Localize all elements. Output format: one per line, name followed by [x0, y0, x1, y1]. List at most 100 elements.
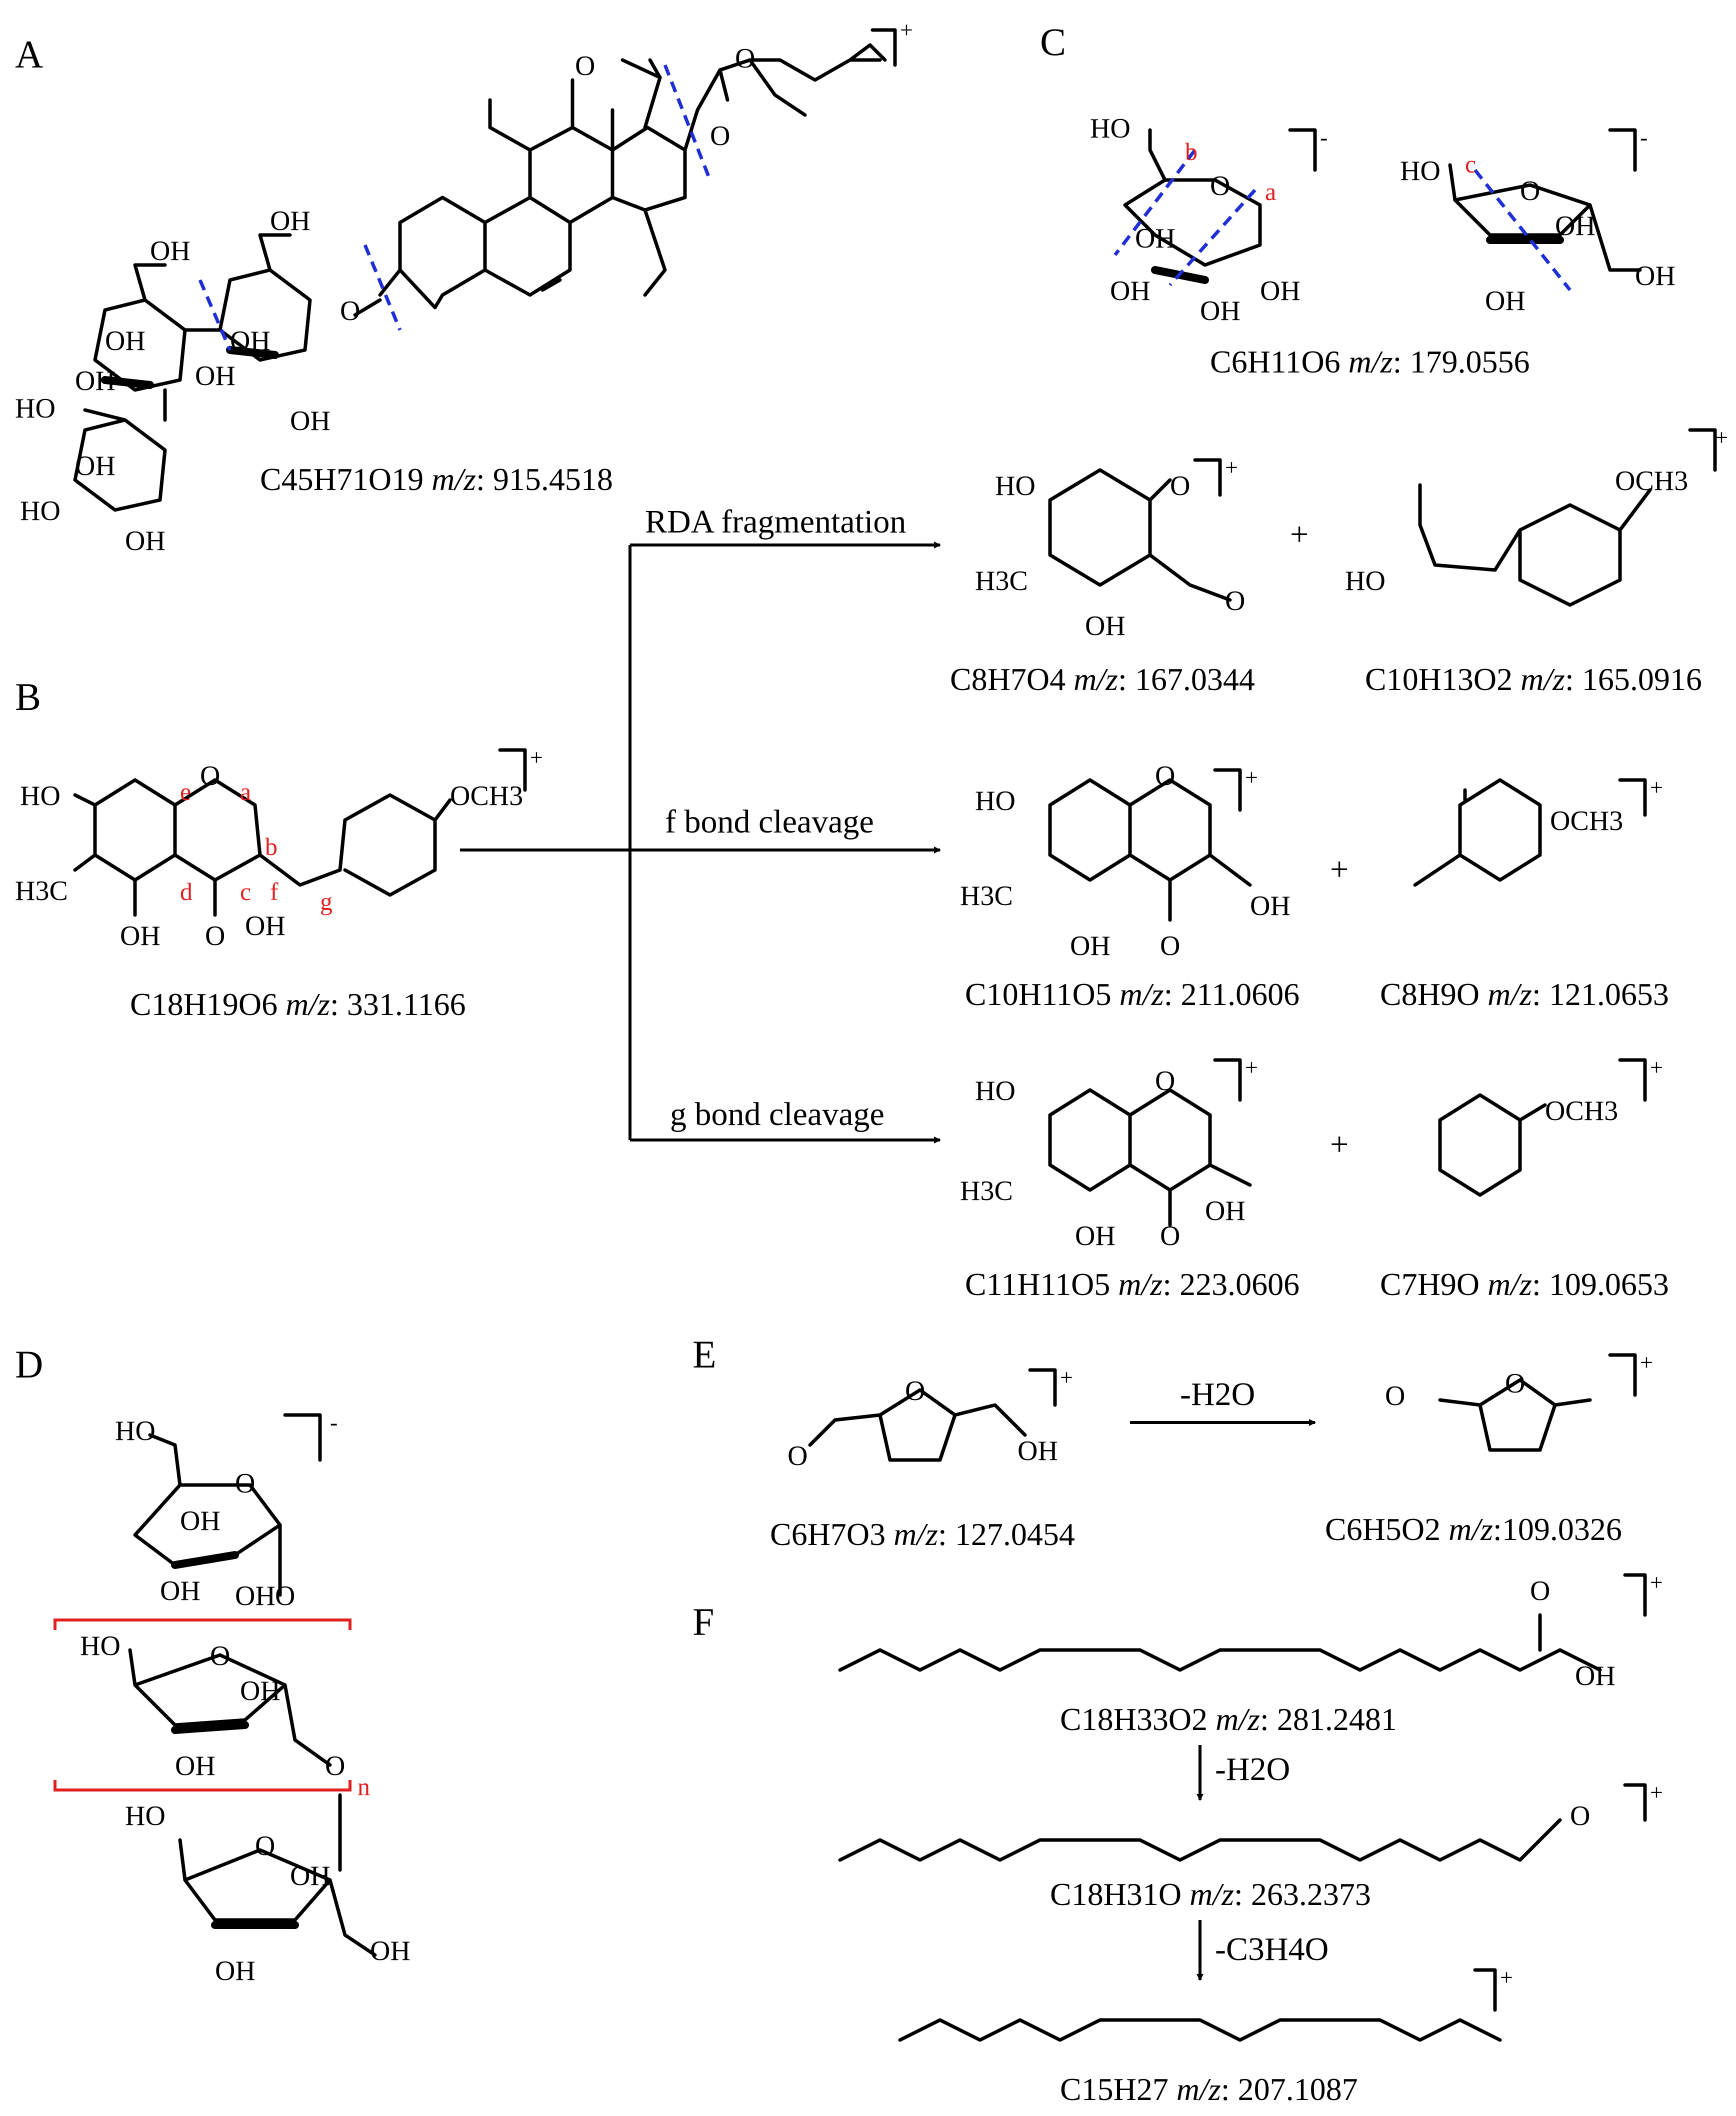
o-f1: O	[1160, 930, 1180, 962]
formula-c: C6H11O6 m/z: 179.0556	[1210, 344, 1530, 380]
charge-a: +	[900, 17, 913, 42]
site-b-d: d	[180, 878, 192, 906]
oh-d9: OH	[290, 1860, 330, 1892]
charge-d: -	[330, 1410, 338, 1435]
charge-f-b: +	[1650, 1780, 1663, 1805]
chain-f2	[838, 1818, 1562, 1862]
oh-a6: OH	[195, 360, 236, 392]
charge-g2: +	[1650, 1054, 1663, 1080]
charge-c2: -	[1640, 124, 1648, 150]
pathway-g: g bond cleavage	[670, 1096, 884, 1132]
cut-a-spiro	[663, 64, 712, 181]
plus-g: +	[1330, 1126, 1348, 1162]
ring-b-b	[338, 793, 437, 897]
oh-b2: OH	[120, 920, 160, 952]
ring-b-a	[93, 778, 177, 882]
oh-d11: OH	[370, 1936, 410, 1966]
cut-c-b	[1114, 148, 1196, 256]
o-b-ring: O	[200, 760, 220, 792]
ho-a8: HO	[15, 393, 56, 424]
repeat-n: n	[358, 1772, 370, 1800]
o-f1a: O	[1530, 1576, 1550, 1606]
o-g1: O	[1160, 1220, 1180, 1252]
formula-rda1: C8H7O4 m/z: 167.0344	[950, 662, 1255, 697]
panel-e-label: E	[692, 1332, 716, 1376]
rda-products: HO H3C OH O O + C8H7O4 m/z: 167.0344 + H…	[950, 424, 1728, 697]
cut-a-aglycone	[363, 244, 402, 331]
formula-a: C45H71O19 m/z: 915.4518	[260, 462, 613, 497]
furanose-ring	[1453, 183, 1592, 237]
formula-f-a: C18H33O2 m/z: 281.2481	[1060, 1702, 1397, 1737]
o-g2: O	[1155, 1066, 1175, 1096]
charge-f-c: +	[1500, 1964, 1513, 1990]
o-f2a: O	[1570, 1800, 1590, 1832]
panel-e: E O O OH + C6H7O3 m/z: 127.0454 -H2O O O…	[692, 1332, 1653, 1552]
formula-f2: C8H9O m/z: 121.0653	[1380, 976, 1669, 1012]
oh-a3: OH	[105, 326, 146, 356]
och3-g2: OCH3	[1545, 1096, 1618, 1126]
site-c-b: b	[1185, 138, 1198, 166]
step-f-1: -H2O	[1215, 1751, 1290, 1788]
panel-a: A O O O O	[15, 17, 913, 556]
o-b-ketone: O	[205, 920, 225, 952]
charge-rda2: +	[1715, 424, 1728, 450]
panel-d: D HO O OH OH OH O n HO O OH OH O HO O OH…	[15, 1342, 410, 1986]
oh-c7: OH	[1555, 210, 1596, 242]
site-b-a: a	[240, 778, 251, 806]
panel-c: C HO O OH OH OH OH b a - HO O OH OH OH c…	[1040, 20, 1676, 380]
formula-f-c: C15H27 m/z: 207.1087	[1060, 2072, 1358, 2107]
oh-b3: OH	[245, 910, 286, 942]
oh-c8: OH	[1485, 286, 1526, 316]
oh-a5: OH	[230, 326, 270, 356]
oh-g2: OH	[1205, 1196, 1246, 1226]
panel-d-label: D	[15, 1342, 43, 1386]
ho-d8: HO	[125, 1800, 166, 1832]
charge-b: +	[530, 744, 543, 770]
h3c-b1: H3C	[15, 876, 68, 906]
charge-rda1: +	[1225, 454, 1238, 480]
formula-f1: C10H11O5 m/z: 211.0606	[965, 976, 1300, 1012]
site-b-f: f	[270, 878, 278, 906]
chain-f1	[838, 1648, 1602, 1672]
oh-c2: OH	[1110, 276, 1150, 306]
charge-f1: +	[1245, 764, 1258, 790]
ho-c6: HO	[1400, 156, 1440, 186]
formula-rda2: C10H13O2 m/z: 165.0916	[1365, 662, 1702, 697]
oh-f2: OH	[1250, 890, 1290, 922]
och3-rda2: OCH3	[1615, 466, 1688, 496]
o-d2: O	[275, 1580, 295, 1612]
spiro-o-2: O	[710, 120, 730, 152]
o-c2: O	[1520, 176, 1540, 206]
cut-c-c	[1474, 168, 1572, 292]
bracket-c2	[1608, 128, 1637, 172]
bracket-d	[283, 1413, 322, 1462]
steroid-skeleton	[353, 43, 887, 317]
ho-d5: HO	[80, 1630, 120, 1662]
formula-e2: C6H5O2 m/z:109.0326	[1325, 1512, 1622, 1547]
ho-b1: HO	[20, 780, 60, 812]
step-f-2: -C3H4O	[1215, 1931, 1328, 1968]
oh-rda1: OH	[1085, 610, 1126, 642]
charge-g1: +	[1245, 1054, 1258, 1080]
o-d1: O	[235, 1468, 255, 1499]
formula-g2: C7H9O m/z: 109.0653	[1380, 1266, 1669, 1302]
ho-rda1: HO	[995, 470, 1036, 502]
oh-d2: OH	[180, 1506, 220, 1536]
charge-e2: +	[1640, 1350, 1653, 1375]
oh-f1: OH	[1070, 930, 1110, 962]
oh-c5: OH	[1260, 276, 1300, 306]
bracket-c1	[1288, 128, 1317, 172]
site-c-c: c	[1465, 150, 1476, 178]
o-d5: O	[255, 1830, 275, 1862]
och3-f2: OCH3	[1550, 806, 1623, 836]
oh-d3: OH	[160, 1576, 200, 1606]
chain-f3	[898, 2018, 1502, 2042]
o-f2: O	[1155, 760, 1175, 792]
plus-f: +	[1330, 851, 1348, 888]
oh-d6: OH	[240, 1676, 280, 1706]
oh-c9: OH	[1635, 260, 1676, 292]
oh-a9: OH	[75, 450, 116, 482]
o-e1: O	[788, 1440, 808, 1472]
oh-c4: OH	[1200, 296, 1240, 326]
